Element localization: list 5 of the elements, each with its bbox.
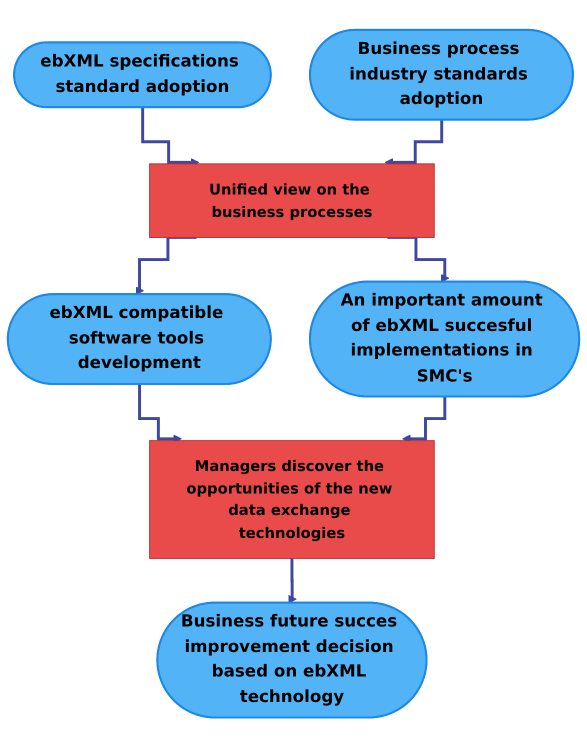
node-box: Unified view on the business processes xyxy=(149,163,435,238)
arrow xyxy=(387,236,450,282)
arrow xyxy=(135,236,197,295)
node-box: Managers discover the opportunities of the new data exchange technologies xyxy=(149,440,435,559)
arrow xyxy=(288,556,297,604)
